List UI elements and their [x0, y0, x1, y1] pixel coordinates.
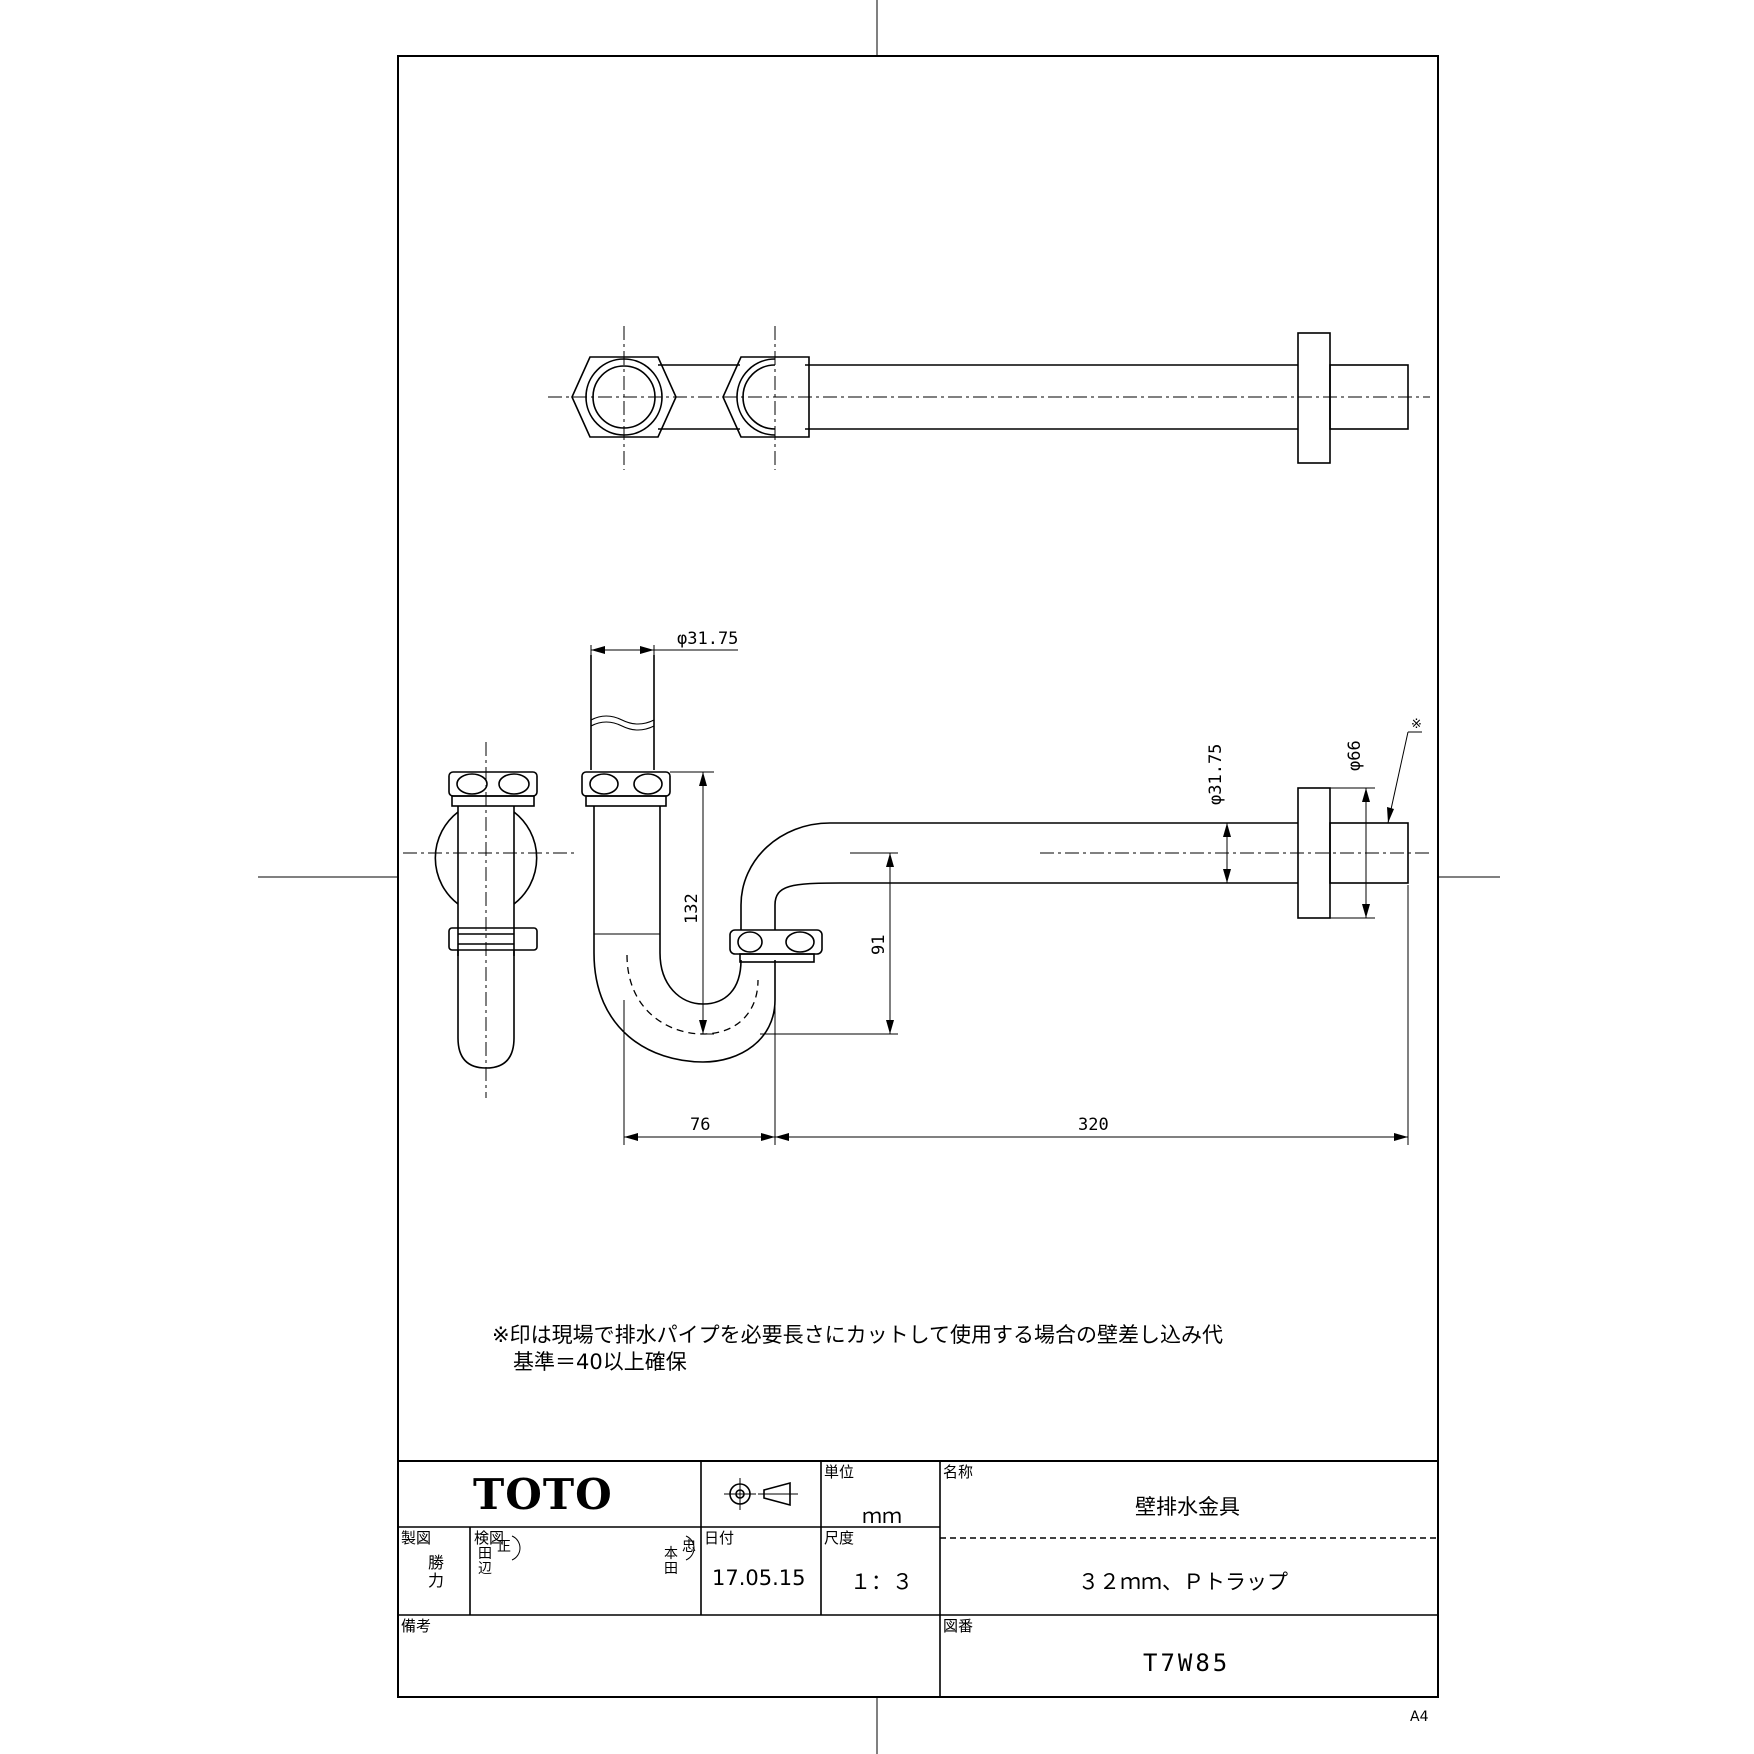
- checked-stamp-1b: 正: [497, 1539, 511, 1555]
- dim-trap-width: 76: [690, 1115, 710, 1135]
- date-value: 17.05.15: [712, 1566, 806, 1590]
- dim-outlet-diameter: φ31.75: [1206, 744, 1226, 805]
- date-label: 日付: [704, 1529, 735, 1547]
- spec-value: ３２ｍｍ、Ｐトラップ: [1078, 1570, 1288, 1594]
- drawing-frame: [397, 55, 1439, 1698]
- checked-stamp-2b: 忠: [682, 1539, 696, 1555]
- dim-flange-diameter: φ66: [1345, 740, 1365, 771]
- checked-label: 検図: [474, 1529, 505, 1547]
- dim-trap-height: 132: [682, 893, 702, 924]
- dim-marker: ※: [1411, 717, 1422, 732]
- dimension-lines: [590, 645, 1422, 1145]
- scale-label: 尺度: [824, 1529, 855, 1547]
- drawn-label: 製図: [401, 1529, 432, 1547]
- scale-value: １：３: [850, 1570, 913, 1594]
- dim-inlet-diameter: φ31.75: [677, 629, 738, 649]
- installation-note: ※印は現場で排水パイプを必要長さにカットして使用する場合の壁差し込み代 基準＝4…: [492, 1322, 1223, 1376]
- unit-label: 単位: [824, 1463, 855, 1481]
- drawn-stamp: 勝力: [427, 1553, 444, 1590]
- dim-pipe-length: 320: [1078, 1115, 1109, 1135]
- remarks-label: 備考: [401, 1617, 432, 1635]
- checked-stamp-1: 田辺: [478, 1546, 492, 1577]
- checked-stamp-2: 本田: [664, 1546, 678, 1577]
- unit-value: ｍｍ: [862, 1504, 902, 1528]
- note-line-2: 基準＝40以上確保: [492, 1350, 687, 1374]
- name-label: 名称: [943, 1463, 974, 1481]
- name-value: 壁排水金具: [1135, 1495, 1240, 1519]
- dim-seal-height: 91: [869, 935, 889, 955]
- front-view: [581, 655, 1430, 1063]
- drawing-no-label: 図番: [943, 1617, 974, 1635]
- toto-logo: TOTO: [473, 1470, 613, 1519]
- drawing-no-value: T7W85: [1143, 1649, 1231, 1677]
- side-view: [403, 742, 578, 1098]
- paper-size: A4: [1410, 1709, 1429, 1725]
- title-block: [397, 1460, 1439, 1698]
- registration-marks: [258, 0, 1500, 1754]
- note-line-1: ※印は現場で排水パイプを必要長さにカットして使用する場合の壁差し込み代: [492, 1323, 1223, 1347]
- top-view: [548, 326, 1430, 470]
